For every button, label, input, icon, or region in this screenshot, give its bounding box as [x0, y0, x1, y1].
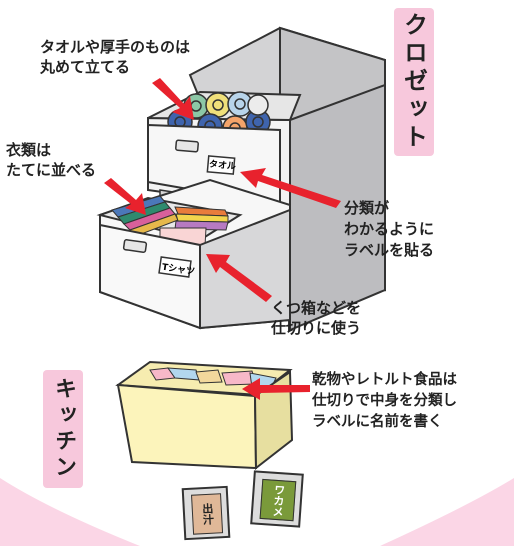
kitchen-tab: キッチン: [43, 370, 83, 488]
kitchen-title: キッチン: [51, 377, 76, 481]
closet-title: クロゼット: [399, 12, 428, 152]
clothes-arrow: [104, 178, 146, 215]
kitchen-note: 乾物やレトルト食品は 仕切りで中身を分類し ラベルに名前を書く: [312, 372, 457, 430]
clothes-note: 衣類は たてに並べる: [6, 141, 97, 179]
towels-note: タオルや厚手のものは 丸めて立てる: [40, 38, 191, 76]
closet-tab: クロゼット: [394, 8, 434, 156]
labels-arrow: [240, 168, 341, 208]
kitchen-arrow: [242, 378, 310, 400]
dividers-note: くつ箱などを 仕切りに使う: [271, 299, 362, 337]
labels-note: 分類が わかるように ラベルを貼る: [344, 199, 435, 259]
towel-arrow: [152, 78, 194, 120]
dividers-arrow: [206, 254, 272, 302]
